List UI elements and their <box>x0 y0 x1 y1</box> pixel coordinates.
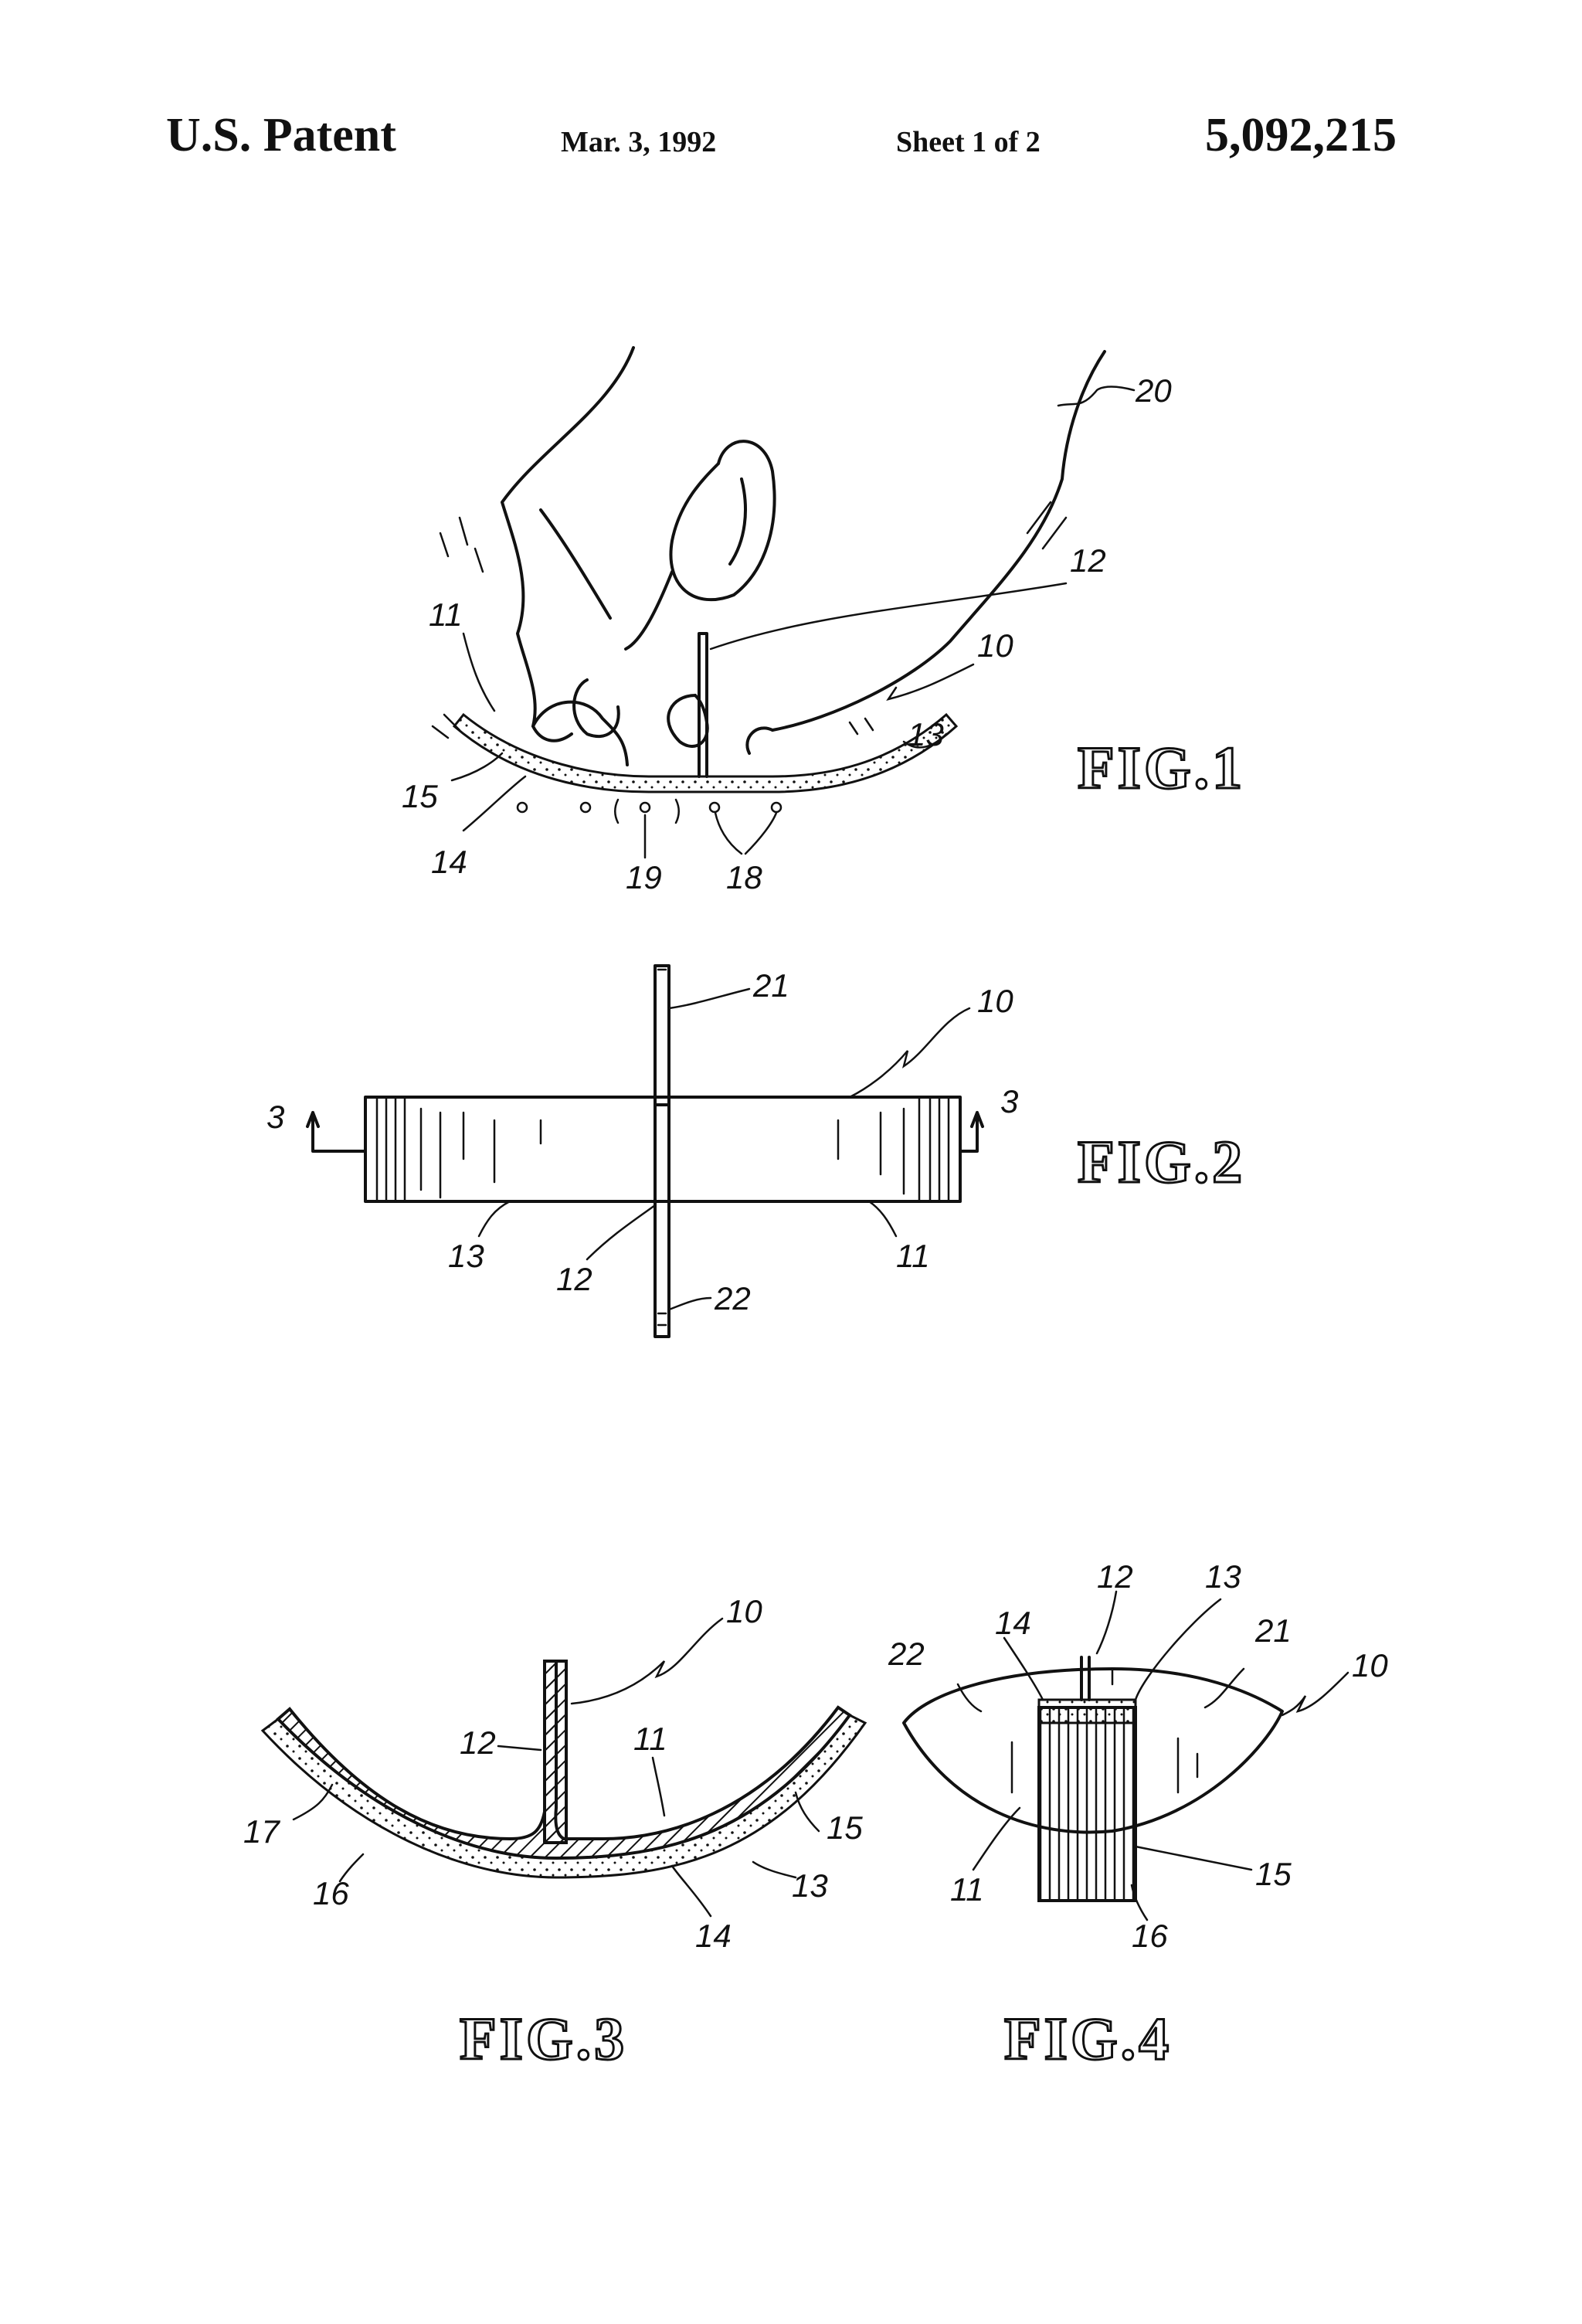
ref-14: 14 <box>695 1918 732 1954</box>
ref-11: 11 <box>896 1238 930 1274</box>
shell-top-view <box>364 1096 962 1203</box>
figure-4: 14 12 13 22 21 10 11 15 16 FIG.4 <box>888 1558 1388 2074</box>
ref-10: 10 <box>977 627 1013 664</box>
ref-13: 13 <box>792 1867 828 1904</box>
blade <box>698 632 708 778</box>
ref-22: 22 <box>714 1280 751 1317</box>
ref-18: 18 <box>726 859 762 895</box>
ref-19: 19 <box>626 859 662 895</box>
ref-20: 20 <box>1135 372 1172 409</box>
section-blade <box>543 1660 568 1844</box>
ref-21: 21 <box>1254 1612 1292 1649</box>
section-mark-3-left: 3 <box>266 1099 284 1135</box>
bristle-block <box>1037 1706 1137 1902</box>
curved-shell <box>452 712 959 793</box>
ref-12: 12 <box>1097 1558 1133 1595</box>
ref-13: 13 <box>1205 1558 1241 1595</box>
ref-12: 12 <box>556 1261 592 1297</box>
ref-10: 10 <box>726 1593 762 1629</box>
ref-11: 11 <box>633 1721 667 1757</box>
bristle-top-layer <box>1037 1698 1137 1724</box>
blade-upper-21 <box>654 964 670 1106</box>
figure-4-title: FIG.4 <box>1004 2005 1172 2072</box>
ref-15: 15 <box>402 778 438 814</box>
patent-number: 5,092,215 <box>1205 109 1397 161</box>
hand-outline <box>501 346 635 766</box>
ref-12: 12 <box>1070 542 1106 579</box>
ref-11: 11 <box>429 596 463 633</box>
ref-15: 15 <box>827 1809 863 1846</box>
ref-13: 13 <box>908 716 944 753</box>
figure-3-title: FIG.3 <box>460 2005 627 2072</box>
ref-11: 11 <box>950 1871 984 1908</box>
ref-17: 17 <box>243 1813 280 1850</box>
ref-16: 16 <box>1132 1918 1168 1954</box>
figure-1: 20 12 10 11 13 15 14 19 18 FIG.1 <box>402 346 1245 895</box>
ref-22: 22 <box>888 1636 925 1672</box>
figure-3: 10 12 11 17 15 16 13 14 FIG.3 <box>243 1593 867 2074</box>
ref-16: 16 <box>313 1875 349 1911</box>
patent-label: U.S. Patent <box>166 109 396 161</box>
sheet-number: Sheet 1 of 2 <box>896 126 1041 158</box>
section-mark-3-right: 3 <box>1000 1083 1018 1120</box>
ref-10: 10 <box>977 983 1013 1019</box>
ref-14: 14 <box>431 844 467 880</box>
figure-2: 21 10 3 3 13 12 11 22 FIG.2 <box>266 964 1245 1338</box>
ref-10: 10 <box>1352 1647 1388 1684</box>
ref-14: 14 <box>995 1605 1031 1641</box>
blade-oval <box>902 1667 1284 1834</box>
ref-15: 15 <box>1255 1856 1292 1892</box>
blade-lower-22 <box>654 1200 670 1338</box>
ref-13: 13 <box>448 1238 484 1274</box>
figure-1-title: FIG.1 <box>1078 734 1245 801</box>
ref-21: 21 <box>752 967 789 1004</box>
patent-date: Mar. 3, 1992 <box>561 126 717 158</box>
figure-2-title: FIG.2 <box>1078 1128 1245 1195</box>
section-inner-shell <box>276 1660 852 1860</box>
ref-12: 12 <box>460 1724 496 1761</box>
